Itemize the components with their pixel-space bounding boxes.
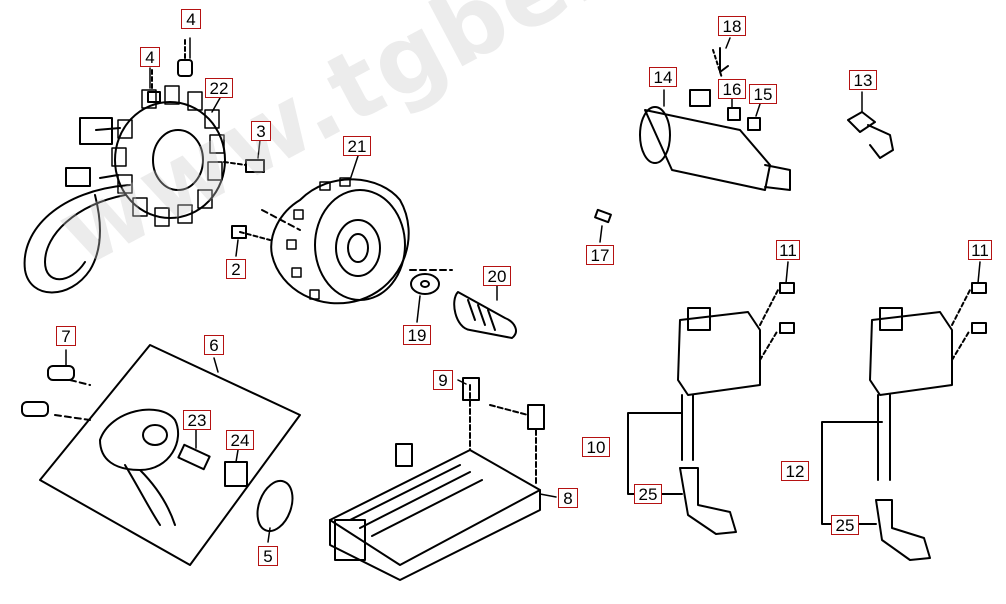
callout-25[interactable]: 25 — [634, 484, 662, 504]
callout-21[interactable]: 21 — [343, 136, 371, 156]
ignition-coil-b-part — [821, 282, 987, 561]
callout-24[interactable]: 24 — [226, 430, 254, 450]
callout-16[interactable]: 16 — [718, 79, 746, 99]
callout-7[interactable]: 7 — [56, 326, 76, 346]
callout-5[interactable]: 5 — [258, 546, 278, 566]
callout-19[interactable]: 19 — [403, 325, 431, 345]
cdi-unit-part — [329, 377, 545, 581]
ignition-coil-a-part — [627, 282, 795, 535]
callout-2[interactable]: 2 — [226, 259, 246, 279]
callout-12[interactable]: 12 — [781, 461, 809, 481]
callout-18[interactable]: 18 — [718, 16, 746, 36]
woodruff-key-part — [453, 291, 517, 339]
callout-6[interactable]: 6 — [204, 335, 224, 355]
stator-part — [23, 85, 226, 294]
pickup-assembly-part — [39, 344, 301, 566]
callout-3[interactable]: 3 — [251, 121, 271, 141]
callout-22[interactable]: 22 — [205, 78, 233, 98]
callout-4[interactable]: 4 — [181, 9, 201, 29]
pickup-screw-part — [21, 365, 75, 417]
callout-9[interactable]: 9 — [433, 370, 453, 390]
callout-15[interactable]: 15 — [749, 84, 777, 104]
callout-23[interactable]: 23 — [183, 410, 211, 430]
callout-11[interactable]: 11 — [776, 240, 800, 260]
callout-25[interactable]: 25 — [831, 515, 859, 535]
callout-4[interactable]: 4 — [140, 47, 160, 67]
callout-17[interactable]: 17 — [586, 245, 614, 265]
starter-motor-part — [639, 47, 791, 191]
callout-14[interactable]: 14 — [649, 67, 677, 87]
stator-screw-part — [147, 39, 265, 173]
flywheel-part — [231, 177, 410, 305]
washer-part — [409, 269, 453, 295]
callout-13[interactable]: 13 — [849, 70, 877, 90]
sensor-part — [594, 111, 894, 224]
callout-8[interactable]: 8 — [558, 488, 578, 508]
callout-11[interactable]: 11 — [968, 240, 992, 260]
callout-20[interactable]: 20 — [483, 266, 511, 286]
callout-10[interactable]: 10 — [582, 437, 610, 457]
